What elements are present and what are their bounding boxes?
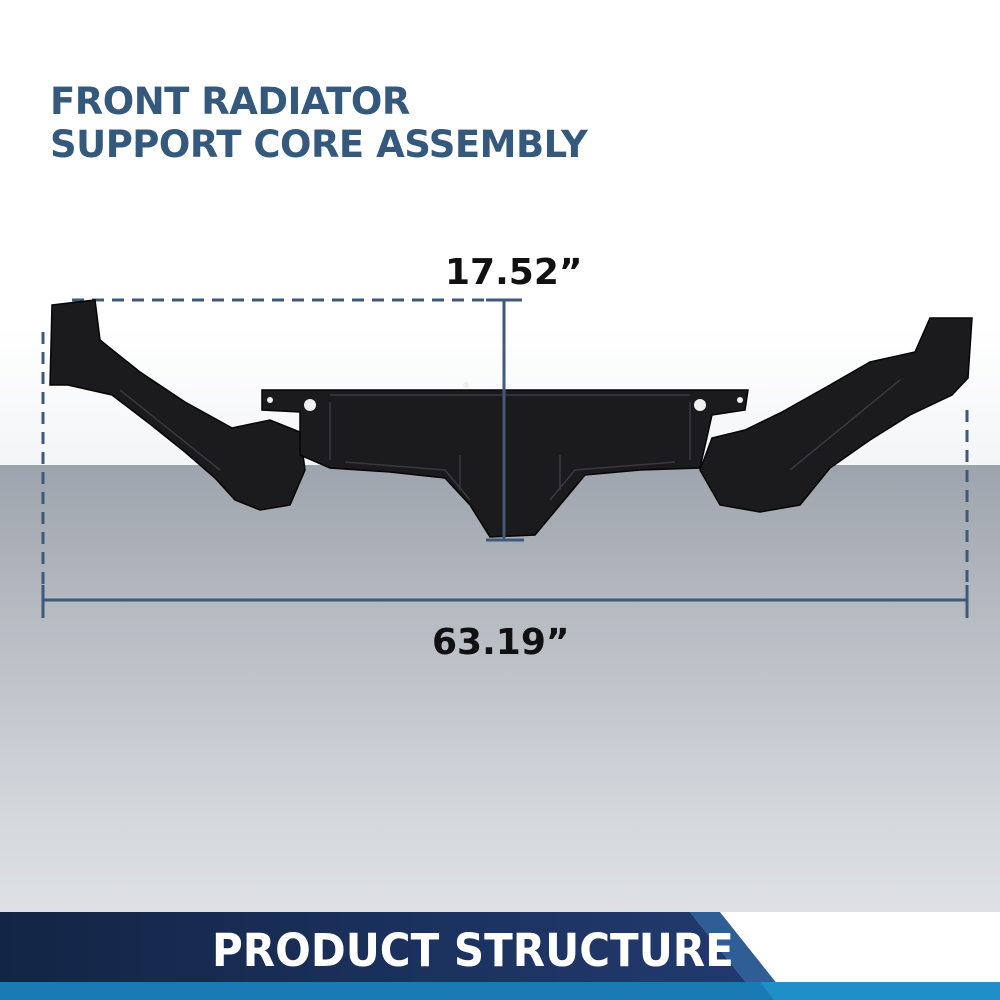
part-details xyxy=(119,379,901,501)
background-lower xyxy=(0,465,1000,1000)
product-title: FRONT RADIATOR SUPPORT CORE ASSEMBLY xyxy=(50,80,588,166)
radiator-support-part xyxy=(49,299,973,538)
product-title-line-1: FRONT RADIATOR xyxy=(50,80,410,123)
part-holes xyxy=(267,382,743,411)
product-structure-label: PRODUCT STRUCTURE xyxy=(212,924,734,977)
height-dimension-label: 17.52” xyxy=(445,252,583,293)
banner-background xyxy=(0,912,1000,1000)
width-dimension-label: 63.19” xyxy=(432,622,570,663)
product-title-line-2: SUPPORT CORE ASSEMBLY xyxy=(50,123,588,166)
